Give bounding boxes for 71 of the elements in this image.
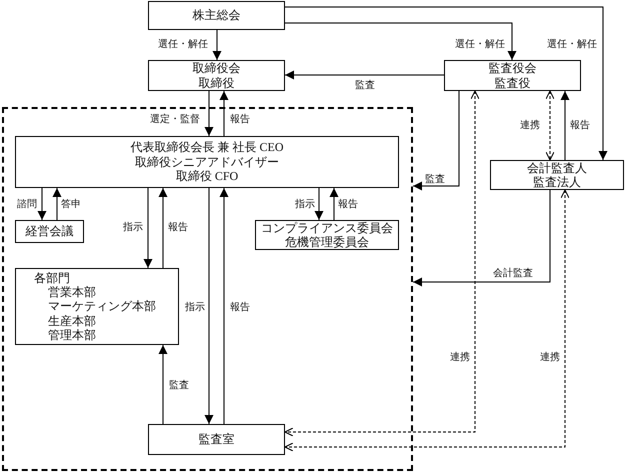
- box-label: 取締役シニアアドバイザー: [135, 154, 279, 170]
- arrow: [412, 190, 550, 286]
- edge-label: 監査: [169, 381, 189, 391]
- arrow: [560, 90, 570, 160]
- edge-label: 選任・解任: [547, 40, 597, 50]
- arrow: [52, 188, 62, 220]
- box-label: 代表取締役会長 兼 社長 CEO: [130, 140, 284, 155]
- org-box: [148, 1, 285, 30]
- dashed-group-frame: [2, 107, 413, 471]
- org-box: [444, 60, 581, 91]
- list-item: 管理本部: [47, 328, 96, 342]
- arrow: [158, 344, 168, 424]
- org-box: [15, 268, 179, 345]
- box-label: コンプライアンス委員会: [261, 220, 393, 235]
- arrow: [284, 6, 608, 160]
- arrow: [314, 188, 324, 220]
- edge-label: 連携: [520, 121, 540, 131]
- edge-label: 答申: [61, 200, 81, 210]
- box-label: 取締役 CFO: [176, 169, 238, 184]
- edge-label: 連携: [450, 353, 470, 363]
- edge-label: 報告: [230, 115, 250, 125]
- edge-label: 報告: [338, 200, 358, 210]
- edge-label: 選任・解任: [158, 40, 208, 50]
- box-label: 会計監査人: [527, 160, 587, 175]
- arrow: [284, 70, 444, 80]
- box-label: 株主総会: [192, 8, 240, 23]
- org-box: [148, 60, 285, 91]
- arrow: [144, 188, 152, 268]
- list-item: 生産本部: [47, 314, 96, 328]
- box-label: 経営会議: [26, 224, 74, 239]
- edge-label: 監査: [355, 81, 375, 91]
- dashed-arrow: [545, 90, 555, 161]
- arrow: [284, 22, 516, 60]
- edge-label: 報告: [570, 121, 590, 131]
- edge-label: 指示: [185, 303, 205, 313]
- arrow: [330, 188, 338, 220]
- box-label: 監査役会: [488, 61, 536, 76]
- box-label: 危機管理委員会: [285, 235, 369, 250]
- box-label: 監査室: [198, 432, 234, 447]
- dashed-arrow: [284, 189, 570, 452]
- arrow: [38, 188, 46, 220]
- arrow: [220, 188, 228, 424]
- edge-label: 指示: [123, 223, 143, 233]
- edge-label: 会計監査: [493, 269, 533, 279]
- edge-label: 連携: [540, 353, 560, 363]
- dashed-arrow: [284, 90, 480, 437]
- list-item: 営業本部: [47, 284, 96, 300]
- edge-label: 監査: [425, 175, 445, 185]
- arrow: [212, 30, 222, 60]
- arrow: [220, 90, 228, 136]
- arrow: [204, 188, 214, 424]
- edge-label: 報告: [230, 303, 250, 313]
- box-label: 監査法人: [533, 175, 581, 190]
- box-heading: 各部門: [34, 270, 70, 285]
- list-item: マーケティング本部: [47, 299, 156, 314]
- box-label: 監査役: [494, 76, 530, 90]
- edge-label: 選任・解任: [455, 40, 505, 50]
- arrow: [204, 90, 214, 136]
- org-box: [490, 160, 624, 190]
- org-box: [255, 220, 399, 250]
- arrow: [158, 188, 168, 268]
- box-label: 取締役会: [192, 61, 240, 76]
- arrow: [412, 90, 460, 190]
- edge-label: 選定・監督: [150, 115, 200, 125]
- org-box: [15, 136, 399, 188]
- org-box: [15, 220, 84, 243]
- edge-label: 指示: [295, 200, 315, 210]
- org-box: [148, 424, 285, 455]
- box-label: 取締役: [198, 76, 234, 90]
- edge-label: 諮問: [17, 200, 37, 210]
- edge-label: 報告: [168, 223, 188, 233]
